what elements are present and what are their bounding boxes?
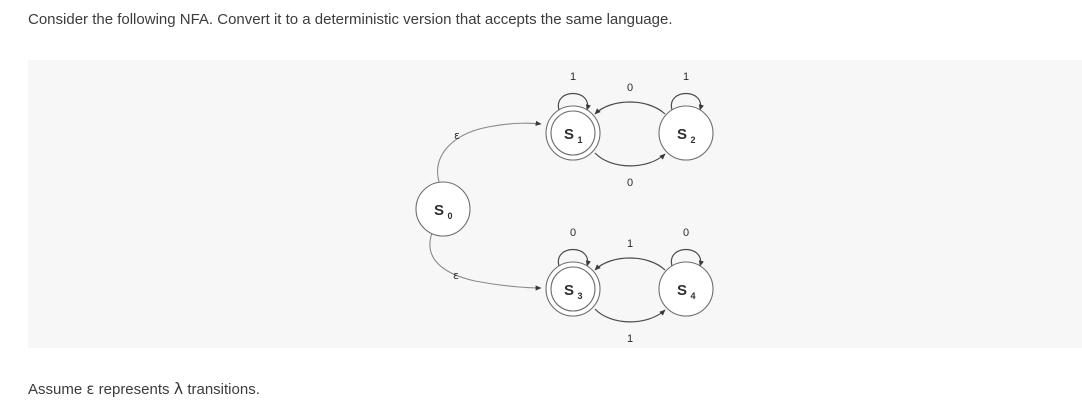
state-label-s1: S — [564, 126, 574, 143]
edge-path — [670, 248, 704, 267]
state-s4[interactable]: S 4 — [658, 261, 714, 317]
state-subscript-s0: 0 — [447, 211, 452, 221]
transition-s2-self-loop: 1 — [670, 71, 704, 111]
transition-s4-to-s3: 1 — [594, 238, 666, 271]
edge-label-loop-s4: 0 — [683, 227, 689, 239]
epsilon-symbol: ɛ — [86, 380, 95, 398]
page-title: Consider the following NFA. Convert it t… — [28, 11, 673, 28]
transition-s3-self-loop: 0 — [557, 227, 591, 267]
transition-s1-self-loop: 1 — [557, 71, 591, 111]
edge-label-loop-s1: 1 — [570, 71, 576, 83]
nfa-state-diagram: ɛ ɛ 1 1 0 0 0 — [415, 71, 714, 345]
edge-label-arc-s4-s3: 1 — [627, 238, 633, 250]
state-label-s0: S — [434, 202, 444, 219]
footnote: Assume ɛ represents λ transitions. — [28, 379, 260, 400]
transition-s1-to-s2: 0 — [594, 152, 666, 189]
edge-path — [557, 92, 591, 111]
edge-path — [429, 232, 542, 291]
footnote-suffix: transitions. — [183, 381, 260, 398]
transition-s0-s1-epsilon: ɛ — [437, 120, 542, 183]
edge-label-loop-s3: 0 — [570, 227, 576, 239]
state-subscript-s4: 4 — [690, 291, 695, 301]
edge-label-epsilon-bottom: ɛ — [453, 269, 459, 282]
transition-s4-self-loop: 0 — [670, 227, 704, 267]
state-subscript-s1: 1 — [577, 135, 582, 145]
state-s1[interactable]: S 1 — [545, 105, 601, 161]
state-label-s2: S — [677, 126, 687, 143]
transition-s0-s3-epsilon: ɛ — [429, 232, 542, 291]
edge-path — [594, 257, 666, 271]
edge-path — [594, 152, 666, 167]
lambda-symbol: λ — [173, 379, 184, 398]
state-circle-outer — [658, 261, 714, 317]
state-circle-outer — [415, 181, 471, 237]
state-circle-outer — [658, 105, 714, 161]
state-circle-inner-accepting — [550, 266, 596, 312]
state-label-s3: S — [564, 282, 574, 299]
edge-path — [670, 92, 704, 111]
diagram-panel: ɛ ɛ 1 1 0 0 0 — [28, 60, 1082, 348]
edge-label-arc-s1-s2: 0 — [627, 177, 633, 189]
state-circle-inner-accepting — [550, 110, 596, 156]
edge-path — [557, 248, 591, 267]
edge-label-loop-s2: 1 — [683, 71, 689, 83]
transition-s2-to-s1: 0 — [594, 82, 666, 115]
transition-s3-to-s4: 1 — [594, 308, 666, 345]
state-label-s4: S — [677, 282, 687, 299]
edge-label-arc-s3-s4: 1 — [627, 333, 633, 345]
edge-label-arc-s2-s1: 0 — [627, 82, 633, 94]
state-subscript-s3: 3 — [577, 291, 582, 301]
edge-label-epsilon-top: ɛ — [454, 129, 460, 142]
edge-path — [594, 308, 666, 323]
footnote-middle: represents — [94, 381, 174, 398]
edge-path — [437, 120, 542, 183]
footnote-prefix: Assume — [28, 381, 87, 398]
state-s0[interactable]: S 0 — [415, 181, 471, 237]
state-s2[interactable]: S 2 — [658, 105, 714, 161]
state-s3[interactable]: S 3 — [545, 261, 601, 317]
edge-path — [594, 101, 666, 115]
state-subscript-s2: 2 — [690, 135, 695, 145]
